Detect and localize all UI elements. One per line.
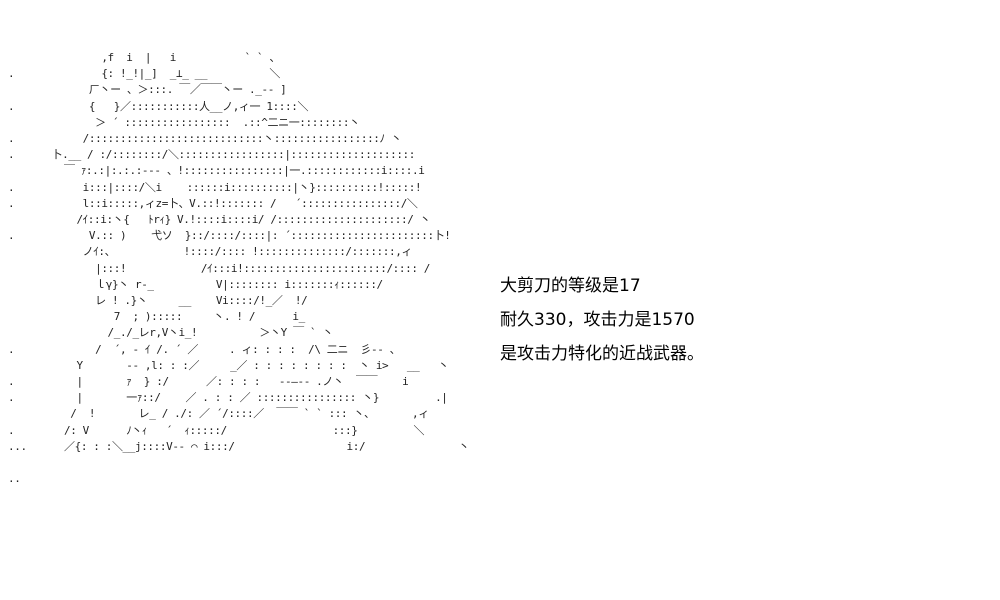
ascii-art-illustration: ,f i | i ` ` 、 . {: !_!|_] _⊥_ __ ＼ ㄏ丶ー … xyxy=(8,51,470,486)
weapon-stats-text: 耐久330，攻击力是1570 xyxy=(500,310,695,330)
weapon-description-text: 是攻击力特化的近战武器。 xyxy=(500,344,704,364)
weapon-level-text: 大剪刀的等级是17 xyxy=(500,276,641,296)
weapon-info-panel: 大剪刀的等级是17 耐久330，攻击力是1570 是攻击力特化的近战武器。 xyxy=(500,272,980,374)
